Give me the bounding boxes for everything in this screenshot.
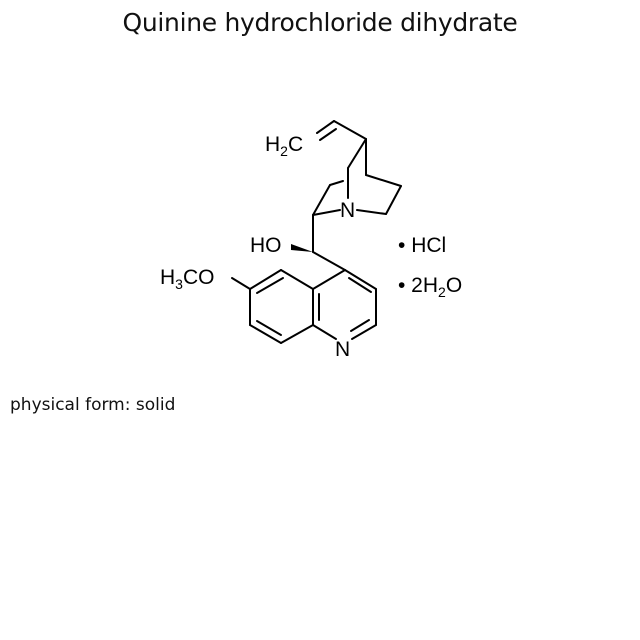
hydroxyl-label: HO [250,234,282,257]
physical-form-value: solid [135,395,176,415]
wedge-bond [291,244,313,252]
page-title: Quinine hydrochloride dihydrate [122,8,518,37]
methoxy-label: H3CO [160,266,214,292]
quinoline-n-label: N [335,338,350,361]
vinyl-label: H2C [265,133,303,159]
water-label: • 2H2O [398,274,462,300]
hcl-salt-label: • HCl [398,234,446,257]
physical-form-label: physical form: [10,395,131,415]
physical-form: physical form: solid [10,395,175,415]
quinuclidine-n-label: N [340,199,355,222]
bonds [231,120,402,344]
